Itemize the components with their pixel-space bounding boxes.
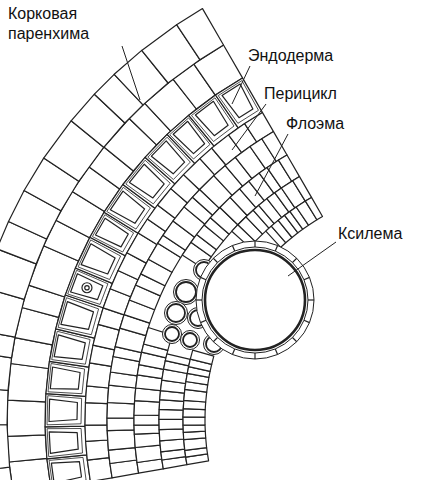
pericycle-cell (85, 403, 107, 426)
vessel-wall-tick (292, 258, 296, 262)
endodermis-lumen (110, 191, 144, 223)
phloem-cell (159, 409, 183, 419)
passage-cell-nucleolus (85, 286, 89, 290)
leader-line (288, 242, 336, 276)
phloem-cell (134, 415, 159, 425)
vessel-wall (202, 247, 308, 353)
part-label: Перицикл (262, 84, 339, 104)
phloem-cell (293, 177, 312, 202)
vessel-wall-tick (304, 320, 310, 322)
phloem-cell (159, 419, 183, 429)
endodermis-lumen (71, 274, 103, 300)
vessel-wall-tick (292, 337, 296, 341)
endodermis-cell (45, 426, 87, 459)
vessel-wall-tick (232, 245, 234, 251)
phloem-cell (135, 445, 162, 462)
endodermis-lumen (50, 367, 80, 389)
phloem-cell (134, 433, 160, 447)
vessel-wall-tick (196, 299, 202, 300)
vessel-wall-tick (200, 277, 206, 279)
small-vessel (176, 282, 196, 302)
cortex-cell (0, 387, 8, 425)
xylem-vessel (205, 250, 305, 350)
endodermis-lumen (222, 84, 253, 118)
endodermis-lumen (195, 101, 228, 135)
stele-cell (183, 417, 205, 425)
endodermis-wall (48, 364, 85, 394)
small-vessel-wall (163, 325, 182, 344)
endodermis-lumen (130, 164, 165, 198)
phloem-cell (134, 425, 159, 434)
endodermis-lumen (96, 218, 129, 247)
vessel-wall-tick (275, 245, 277, 251)
small-vessel (165, 327, 179, 341)
part-label: Ксилема (336, 224, 404, 244)
vessel-wall-tick (304, 277, 310, 279)
endodermis-lumen (49, 399, 77, 421)
endodermis-wall (218, 81, 258, 124)
phloem-cell (134, 401, 160, 416)
small-vessel-wall (181, 331, 200, 350)
endodermis-wall (47, 396, 82, 425)
vessel-wall-tick (275, 349, 277, 355)
small-vessel-wall (165, 302, 188, 325)
part-label: Эндодерма (246, 46, 335, 66)
endodermis-wall (92, 215, 133, 252)
phloem-cell (159, 429, 184, 441)
endodermis-wall (52, 331, 90, 364)
vessel-wall-tick (200, 320, 206, 322)
vessel-wall-tick (308, 299, 314, 300)
endodermis-lumen (49, 432, 78, 454)
endodermis-lumen (51, 462, 81, 480)
small-vessel (183, 333, 197, 347)
vessel-wall-tick (254, 241, 255, 247)
small-vessel-wall (174, 280, 199, 305)
endodermis-wall (107, 187, 151, 229)
part-label: Корковая паренхима (6, 4, 122, 44)
endodermis-lumen (151, 141, 184, 174)
pericycle-cell (85, 386, 108, 404)
part-label: Флоэма (284, 114, 346, 134)
endodermis-lumen (61, 302, 94, 330)
endodermis-wall (58, 298, 99, 335)
endodermis-wall (47, 429, 82, 457)
pericycle-cell (87, 363, 112, 388)
phloem-cell (107, 403, 134, 419)
stele-cell (183, 425, 205, 433)
leader-line (255, 134, 288, 196)
stele-cell (305, 197, 322, 219)
pericycle-cell (87, 458, 112, 480)
pericycle-cell (86, 440, 110, 460)
vessel-wall-tick (213, 337, 217, 341)
cortex-cell (177, 9, 224, 60)
phloem-cell (107, 430, 135, 450)
cortex-cell (7, 435, 47, 462)
vessel-outer-cells (196, 241, 314, 359)
phloem-cell (107, 418, 134, 431)
endodermis-wall (68, 270, 108, 304)
passage-cell-nucleus (82, 283, 92, 293)
endodermis-lumen (173, 121, 204, 153)
vessel-wall-tick (213, 258, 217, 262)
endodermis-cell (45, 394, 86, 427)
endodermis-wall (78, 240, 121, 280)
cortex-cell (0, 467, 14, 480)
cortex-cell (8, 364, 49, 402)
pericycle-cell (85, 425, 108, 442)
endodermis-lumen (81, 244, 115, 274)
small-vessel (167, 304, 185, 322)
cortex-cell (0, 425, 10, 472)
phloem-cell (279, 155, 300, 181)
leader-line (232, 66, 250, 104)
vessel-wall-tick (232, 349, 234, 355)
endodermis-lumen (54, 335, 85, 360)
vessel-wall-tick (254, 353, 255, 359)
leader-line (122, 46, 140, 100)
endodermis-wall (49, 457, 86, 480)
phloem-cell (165, 354, 190, 366)
cortex-cell (7, 400, 45, 436)
leader-line (232, 104, 266, 150)
